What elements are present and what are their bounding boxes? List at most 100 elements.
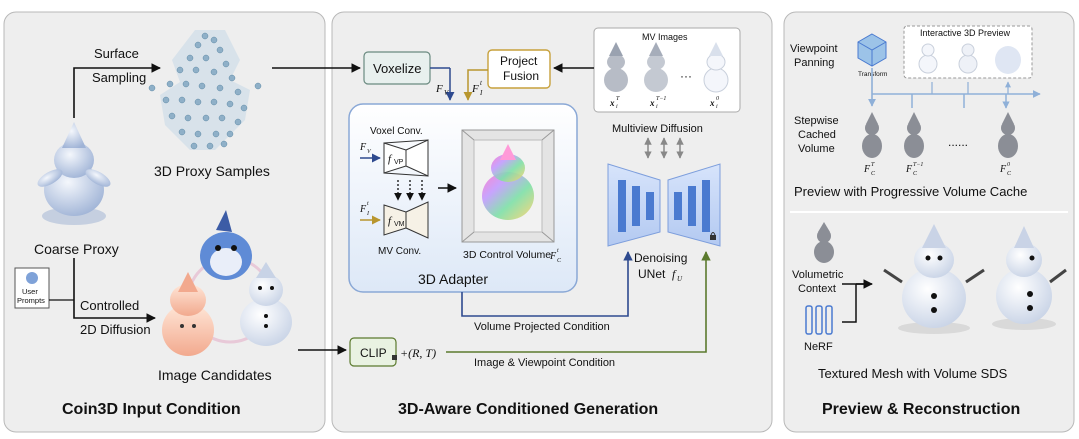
nerf-label: NeRF [804,341,833,353]
svg-text:F: F [549,251,557,262]
svg-text:f: f [388,153,393,165]
textured-mesh-label: Textured Mesh with Volume SDS [818,366,1008,381]
viewpoint-label: Viewpoint [790,43,838,55]
input-panel-title: Coin3D Input Condition [62,401,241,418]
svg-text:U: U [677,275,683,283]
diffusion-label: 2D Diffusion [80,322,151,337]
svg-text:Cached: Cached [798,129,836,141]
svg-text:V: V [444,89,449,97]
rt-label: +(R, T) [400,346,436,360]
svg-text:Volume: Volume [798,143,835,155]
coarse-proxy-model [37,122,111,225]
control-volume-cube [461,129,555,243]
adapter-label: 3D Adapter [418,271,488,287]
svg-text:F: F [863,164,871,175]
f-vm-block: f VM [383,201,429,239]
svg-text:I: I [366,211,370,217]
svg-text:x: x [709,98,715,108]
svg-text:x: x [609,98,615,108]
interactive-preview-box: Interactive 3D Preview [903,25,1033,79]
coarse-proxy-label: Coarse Proxy [34,241,119,257]
svg-text:T−1: T−1 [656,96,666,102]
svg-text:T: T [616,96,620,102]
denoising-label: Denoising [634,251,687,265]
image-candidates-label: Image Candidates [158,367,272,383]
svg-text:VP: VP [394,159,404,166]
svg-text:···: ··· [680,69,692,83]
textured-mesh-side [992,226,1067,330]
svg-text:VM: VM [394,221,405,228]
svg-text:Context: Context [798,283,836,295]
volume-projected-arrow [461,251,633,317]
svg-text:i: i [656,104,658,110]
multiview-diffusion-label: Multiview Diffusion [612,123,703,135]
svg-text:User: User [22,287,38,296]
svg-text:T: T [871,162,875,168]
volumetric-label: Volumetric [792,269,844,281]
volumetric-context-model [814,222,834,263]
svg-text:F: F [359,204,367,215]
svg-text:Project: Project [500,54,538,68]
voxel-conv-label: Voxel Conv. [370,126,423,137]
fv-symbol: F [435,83,443,95]
surface-label: Surface [94,46,139,61]
svg-text:0: 0 [1007,162,1010,168]
fi-symbol: F [471,83,479,95]
generation-panel-title: 3D-Aware Conditioned Generation [398,401,658,418]
svg-text:Prompts: Prompts [17,296,45,305]
voxelize-box: Voxelize [363,51,431,85]
svg-text:f: f [672,267,677,281]
stepwise-label: Stepwise [794,115,839,127]
svg-text:Panning: Panning [794,57,834,69]
sampling-arrow [73,63,161,118]
svg-text:Fusion: Fusion [503,69,539,83]
svg-text:C: C [871,171,876,177]
controlled-arrow [73,258,156,323]
progressive-cache-label: Preview with Progressive Volume Cache [794,184,1027,199]
svg-text:V: V [367,149,372,155]
svg-text:......: ...... [948,135,968,149]
svg-text:C: C [1007,171,1012,177]
project-fusion-box: Project Fusion [487,49,551,89]
nerf-icon [805,305,833,335]
proxy-samples-pointcloud [148,30,262,150]
svg-text:F: F [905,164,913,175]
image-candidates [162,210,292,356]
sampling-label: Sampling [92,70,146,85]
denoising-unet [607,163,721,247]
unet-label: UNet [638,267,666,281]
svg-text:I: I [479,89,483,97]
svg-text:F: F [999,164,1007,175]
image-viewpoint-arrow [446,251,711,353]
svg-text:0: 0 [716,96,719,102]
svg-text:i: i [616,104,618,110]
svg-text:Voxelize: Voxelize [373,61,421,76]
svg-text:Interactive 3D Preview: Interactive 3D Preview [920,28,1011,38]
user-prompts-box: User Prompts [14,267,50,309]
transform-icon [857,33,887,67]
textured-mesh-front [883,224,985,334]
mv-images-box: MV Images ··· x T i x T−1 i x 0 i [593,27,741,113]
proxy-samples-label: 3D Proxy Samples [154,163,270,179]
control-volume-label: 3D Control Volume [463,249,551,261]
volume-projected-label: Volume Projected Condition [474,321,610,333]
svg-text:x: x [649,98,655,108]
svg-text:C: C [557,258,562,264]
image-viewpoint-label: Image & Viewpoint Condition [474,357,615,369]
svg-text:t: t [367,201,369,207]
svg-text:T−1: T−1 [913,162,923,168]
svg-text:f: f [388,215,393,227]
f-vp-block: f VP [383,139,429,177]
cached-volumes [862,112,1018,158]
svg-text:CLIP: CLIP [360,346,387,360]
svg-text:t: t [557,248,559,254]
svg-text:F: F [359,142,367,153]
clip-box: CLIP [349,337,397,367]
svg-text:MV Images: MV Images [642,32,688,42]
mv-conv-label: MV Conv. [378,246,421,257]
svg-text:t: t [480,79,483,87]
svg-text:C: C [913,171,918,177]
svg-text:i: i [716,104,718,110]
controlled-label: Controlled [80,298,139,313]
